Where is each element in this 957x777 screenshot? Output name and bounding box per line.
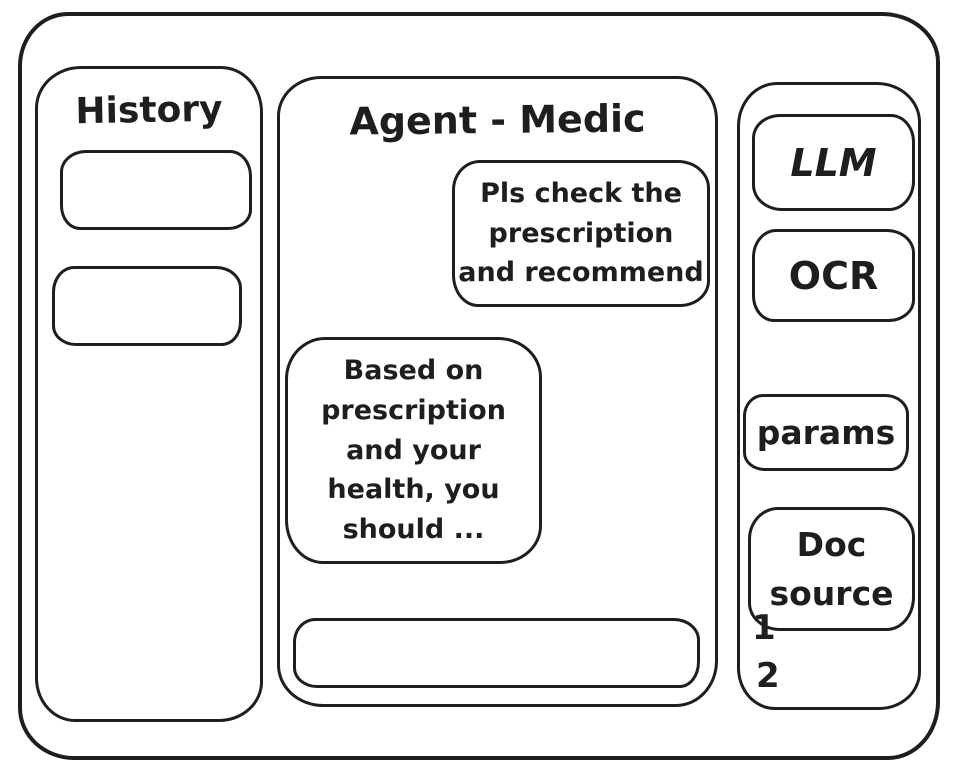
llm-button[interactable]: LLM	[752, 114, 915, 211]
params-button[interactable]: params	[743, 394, 909, 471]
user-message-bubble: Pls check the prescription and recommend	[452, 160, 710, 307]
history-item[interactable]	[60, 150, 252, 230]
assistant-message-bubble: Based on prescription and your health, y…	[285, 337, 542, 564]
chat-title: Agent - Medic	[349, 96, 646, 144]
ocr-button[interactable]: OCR	[752, 229, 915, 322]
history-item[interactable]	[52, 266, 242, 346]
doc-source-item-1[interactable]: 1	[752, 608, 776, 648]
history-title: History	[75, 88, 223, 133]
message-input[interactable]	[293, 618, 700, 688]
doc-source-button[interactable]: Doc source	[748, 507, 915, 631]
doc-source-item-2[interactable]: 2	[756, 656, 780, 696]
